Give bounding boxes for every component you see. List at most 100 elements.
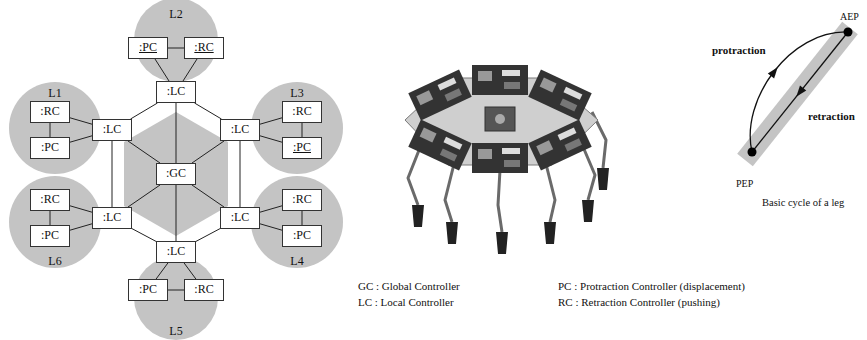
- board-base: [528, 120, 591, 171]
- board-connector: [502, 148, 520, 154]
- controller-name: :LC: [167, 85, 186, 99]
- board-base: [408, 70, 471, 121]
- robot-foot: [544, 222, 556, 244]
- leg-label-holder: L2: [169, 4, 182, 22]
- robot-foot: [412, 205, 424, 227]
- connector-line: [128, 185, 160, 207]
- robot-leg: [545, 160, 555, 222]
- board-chip: [416, 90, 433, 105]
- leg-label-holder: L6: [48, 251, 61, 269]
- connector-line: [176, 185, 177, 241]
- leg-region-disc: [251, 82, 343, 174]
- connector-line: [302, 123, 303, 137]
- controller-box: :RC: [30, 189, 70, 211]
- controller-box: :LC: [156, 81, 196, 103]
- abbreviation-key: RC : Retraction Controller (pushing): [558, 296, 720, 308]
- controller-box: :LC: [220, 207, 260, 229]
- phase-label-holder: retraction: [808, 106, 855, 124]
- controller-name: :LC: [103, 123, 122, 137]
- robot-foot: [446, 222, 458, 244]
- board-chip: [478, 71, 492, 81]
- connector-line: [192, 141, 224, 163]
- board-chip: [420, 128, 437, 143]
- controller-box: :RC: [184, 279, 224, 301]
- board-part: [504, 82, 520, 89]
- controller-box: :PC: [30, 225, 70, 247]
- phase-label: retraction: [808, 110, 855, 122]
- leg-region: L6 :RC :PC: [9, 176, 101, 268]
- controller-name: :RC: [194, 41, 213, 55]
- board-part: [504, 160, 520, 167]
- point-label: AEP: [840, 11, 859, 22]
- abbreviation-key: PC : Protraction Controller (displacemen…: [558, 280, 745, 292]
- robot-hub: [485, 107, 515, 131]
- controller-name: :RC: [40, 193, 59, 207]
- controller-box: :PC: [282, 137, 322, 159]
- board-base: [408, 120, 471, 171]
- abbreviation-key-holder: PC : Protraction Controller (displacemen…: [558, 276, 745, 294]
- retraction-arrowhead: [793, 86, 806, 100]
- robot-photo: [405, 65, 609, 254]
- connector-line: [131, 103, 158, 119]
- connector-line: [168, 290, 184, 291]
- controller-name: :PC: [293, 141, 311, 155]
- connector-line: [50, 123, 51, 137]
- controller-name: :PC: [41, 141, 59, 155]
- board-connector: [438, 77, 457, 90]
- circuit-board: [528, 70, 591, 121]
- abbreviation-key-holder: GC : Global Controller: [358, 276, 460, 294]
- retraction-line: [752, 32, 848, 152]
- connector-line: [112, 141, 113, 207]
- leg-region-disc: [9, 82, 101, 174]
- point-label: PEP: [736, 178, 753, 189]
- controller-box: :PC: [128, 37, 168, 59]
- connector-line: [132, 229, 156, 242]
- aep-point: [844, 28, 853, 37]
- leg-cycle-diagram: [737, 22, 858, 167]
- leg-region: L1 :RC :PC: [9, 82, 101, 174]
- controller-name: :LC: [103, 211, 122, 225]
- circuit-board: [408, 120, 471, 171]
- caption-text-holder: Basic cycle of a leg: [762, 192, 844, 210]
- leg-label: L4: [290, 254, 303, 268]
- controller-name: :PC: [139, 283, 157, 297]
- robot-feet: [412, 168, 609, 254]
- board-chip: [536, 140, 553, 155]
- controller-box: :LC: [92, 207, 132, 229]
- leg-region: L4:RC:PC: [251, 176, 343, 268]
- point-label-holder: PEP: [736, 173, 753, 191]
- leg-label-holder: L5: [169, 321, 182, 339]
- point-label-holder: AEP: [840, 6, 859, 24]
- controller-box: :RC: [184, 37, 224, 59]
- leg-region-disc: [9, 176, 101, 268]
- connector-line: [168, 48, 184, 49]
- global-controller-box: :GC: [156, 163, 196, 185]
- connector-line: [192, 185, 224, 207]
- board-connector: [564, 87, 583, 100]
- controller-box: :LC: [156, 241, 196, 263]
- caption-text: Basic cycle of a leg: [762, 197, 844, 208]
- cycle-band: [737, 22, 858, 167]
- phase-label: protraction: [712, 44, 766, 56]
- board-base: [528, 70, 591, 121]
- leg-region-disc: [134, 0, 218, 82]
- controller-box: :LC: [220, 119, 260, 141]
- circuit-board: [528, 120, 591, 171]
- board-connector: [444, 137, 463, 150]
- controller-box: :RC: [30, 101, 70, 123]
- controller-box: :PC: [128, 279, 168, 301]
- controller-box: :RC: [282, 101, 322, 123]
- connector-line: [176, 103, 177, 163]
- controller-name: :RC: [292, 193, 311, 207]
- circuit-board: [408, 70, 471, 121]
- controller-name: :RC: [194, 283, 213, 297]
- leg-label: L5: [169, 324, 182, 338]
- robot-foot: [496, 232, 508, 254]
- controller-box: :PC: [30, 137, 70, 159]
- protraction-arrowhead: [768, 65, 781, 79]
- leg-label: L1: [48, 86, 61, 100]
- board-connector: [558, 127, 577, 140]
- controller-name: :RC: [40, 105, 59, 119]
- controller-name: :LC: [167, 245, 186, 259]
- abbreviation-key: LC : Local Controller: [358, 296, 454, 308]
